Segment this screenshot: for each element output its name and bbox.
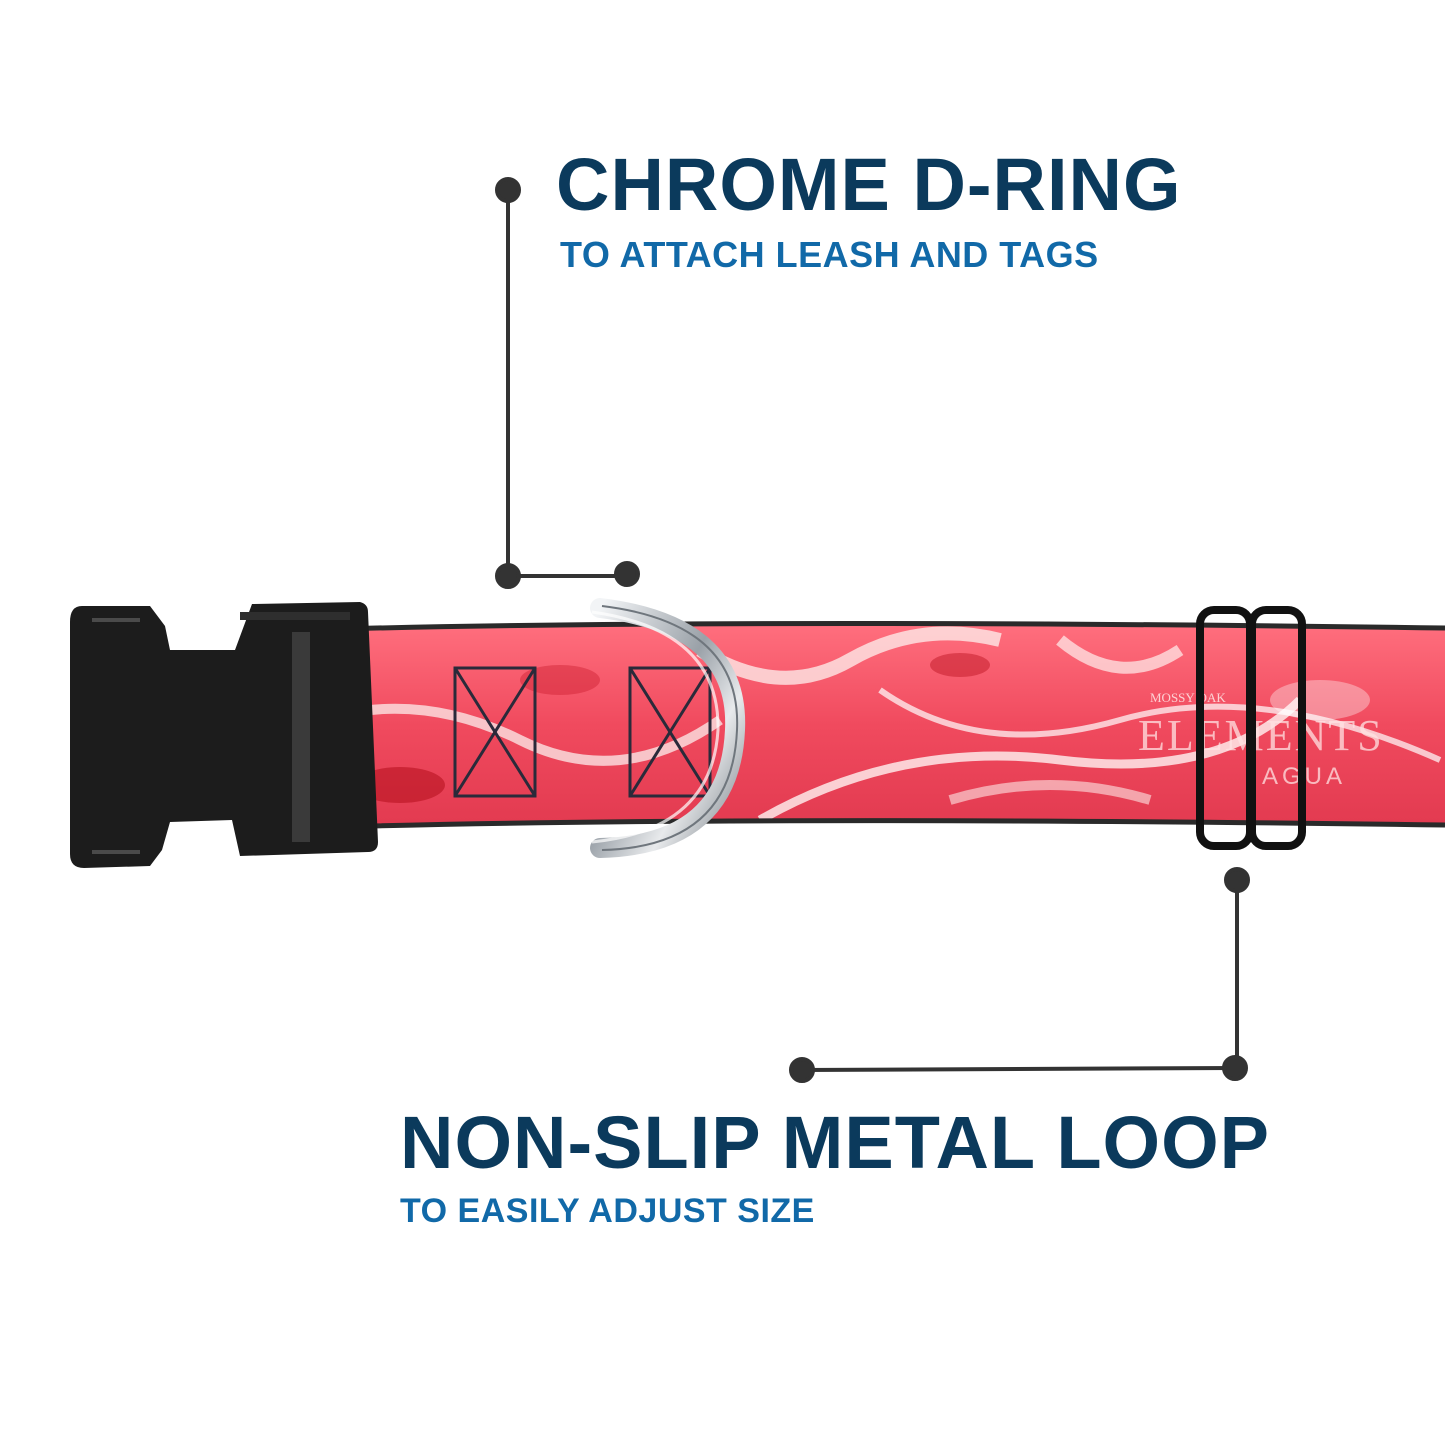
non-slip-loop — [1196, 606, 1306, 850]
loop-feature-subtitle: TO EASILY ADJUST SIZE — [400, 1192, 815, 1230]
svg-text:ELEMENTS: ELEMENTS — [1138, 711, 1384, 760]
webbing-camo-pattern — [318, 626, 1442, 824]
box-x-stitch-left — [453, 666, 537, 798]
collar-webbing — [299, 620, 1445, 831]
loop-feature-title: NON-SLIP METAL LOOP — [400, 1101, 1271, 1184]
dring-feature-title: CHROME D-RING — [556, 143, 1182, 226]
chrome-d-ring — [590, 598, 746, 858]
dring-feature-subtitle: TO ATTACH LEASH AND TAGS — [560, 234, 1099, 275]
dring-callout-line — [495, 177, 640, 589]
side-release-buckle — [70, 602, 378, 868]
box-x-stitch-right — [628, 666, 712, 798]
svg-text:MOSSY OAK: MOSSY OAK — [1150, 690, 1226, 705]
loop-callout-line — [789, 867, 1250, 1083]
